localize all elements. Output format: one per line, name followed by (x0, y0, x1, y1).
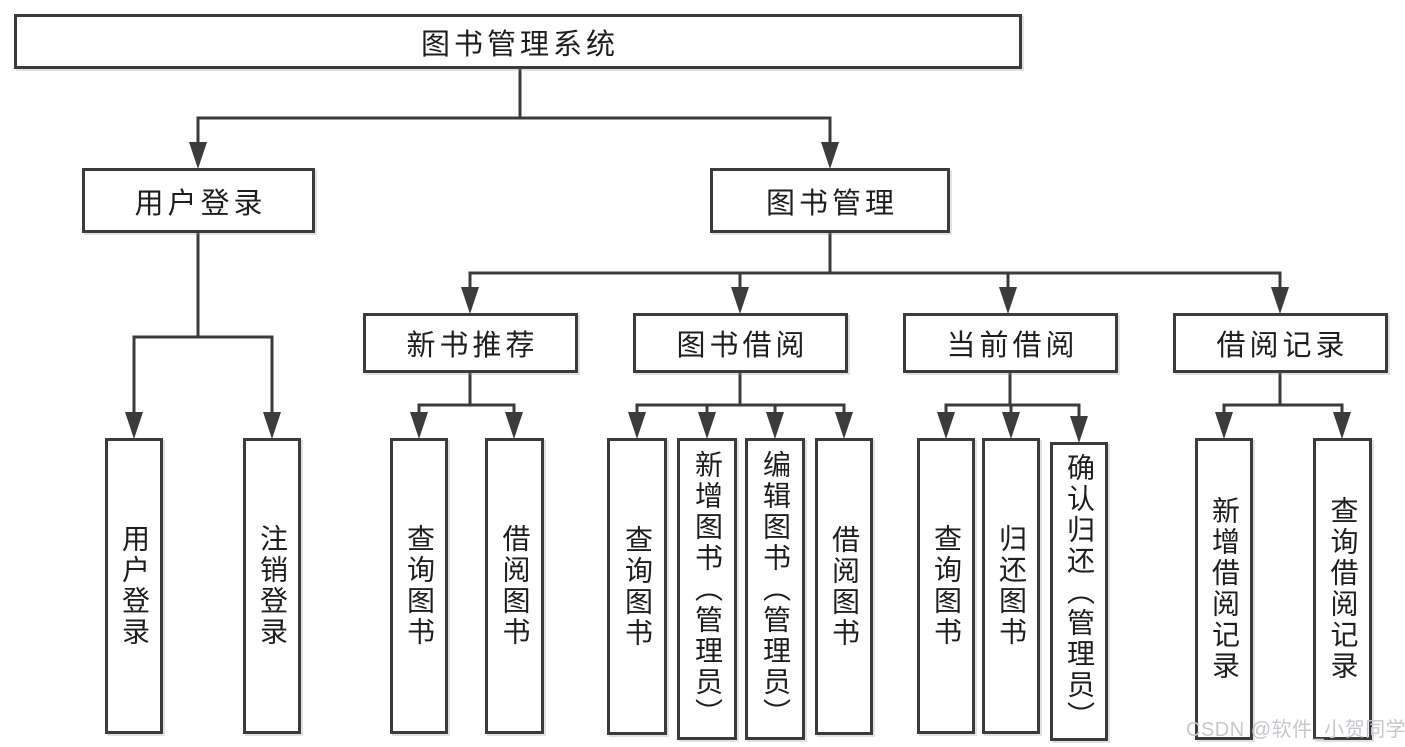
node-new-book-recommend: 新书推荐 (363, 313, 578, 373)
leaf-confirm-return-admin: 确认归还（管理员） (1050, 442, 1108, 741)
leaf-return-books: 归还图书 (982, 438, 1040, 734)
node-user-login: 用户登录 (82, 168, 315, 233)
leaf-borrow-books: 借阅图书 (815, 438, 873, 735)
leaf-borrow-books-recommend: 借阅图书 (485, 438, 544, 734)
leaf-logout: 注销登录 (243, 438, 301, 734)
node-book-management: 图书管理 (710, 168, 950, 233)
leaf-query-books-borrow: 查询图书 (607, 438, 667, 735)
leaf-query-books-recommend: 查询图书 (390, 438, 448, 734)
arrowhead-icons (125, 142, 1351, 443)
node-root: 图书管理系统 (14, 14, 1022, 69)
leaf-user-login: 用户登录 (105, 438, 163, 734)
leaf-add-books-admin: 新增图书（管理员） (677, 438, 737, 740)
leaf-query-books-current: 查询图书 (917, 438, 975, 734)
leaf-edit-books-admin: 编辑图书（管理员） (745, 438, 805, 740)
node-current-borrow: 当前借阅 (903, 313, 1118, 373)
leaf-query-borrow-record: 查询借阅记录 (1313, 438, 1372, 740)
node-book-borrow: 图书借阅 (633, 313, 848, 373)
watermark-text: CSDN @软件_小贺同学 (1186, 719, 1405, 741)
leaf-add-borrow-record: 新增借阅记录 (1195, 438, 1253, 740)
node-borrow-records: 借阅记录 (1173, 313, 1388, 373)
